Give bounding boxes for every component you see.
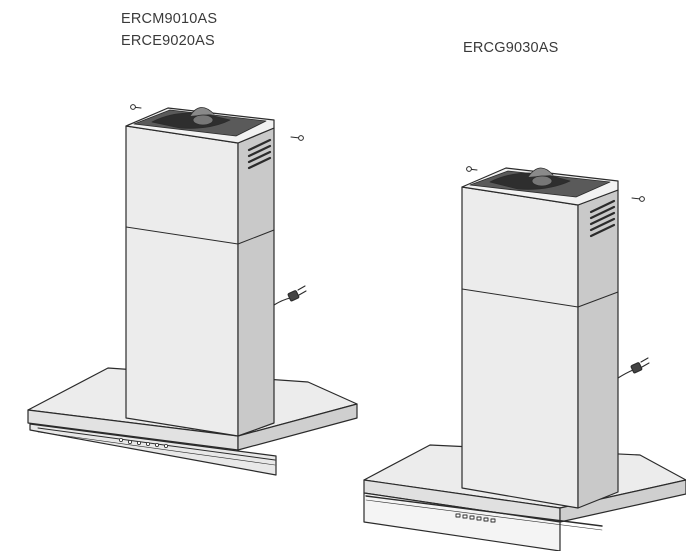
model-label-ercm9010as: ERCM9010AS — [121, 11, 218, 27]
power-plug-icon — [617, 357, 650, 379]
screw-icon — [290, 135, 304, 141]
screw-icon — [466, 166, 478, 172]
control-button-icon — [145, 441, 150, 446]
power-plug-icon — [273, 285, 307, 306]
vent-grille-icon — [589, 199, 616, 238]
left-hood — [27, 104, 358, 476]
control-button-icon — [469, 515, 475, 520]
screw-icon — [631, 196, 645, 202]
control-button-icon — [455, 513, 461, 518]
screw-icon — [130, 104, 142, 110]
model-label-erce9020as: ERCE9020AS — [121, 33, 215, 49]
left-control-buttons — [119, 437, 168, 448]
control-button-icon — [154, 442, 159, 447]
model-label-ercg9030as: ERCG9030AS — [463, 40, 559, 56]
control-button-icon — [462, 514, 468, 519]
vent-grille-icon — [247, 138, 272, 170]
right-control-buttons — [455, 513, 496, 523]
control-button-icon — [119, 437, 124, 442]
control-button-icon — [127, 439, 132, 444]
control-button-icon — [476, 516, 482, 521]
control-button-icon — [483, 517, 489, 522]
right-hood — [363, 166, 686, 551]
control-button-icon — [490, 518, 496, 523]
control-button-icon — [163, 443, 168, 448]
right-chimney — [461, 166, 650, 509]
left-chimney — [125, 104, 307, 437]
control-button-icon — [136, 440, 141, 445]
